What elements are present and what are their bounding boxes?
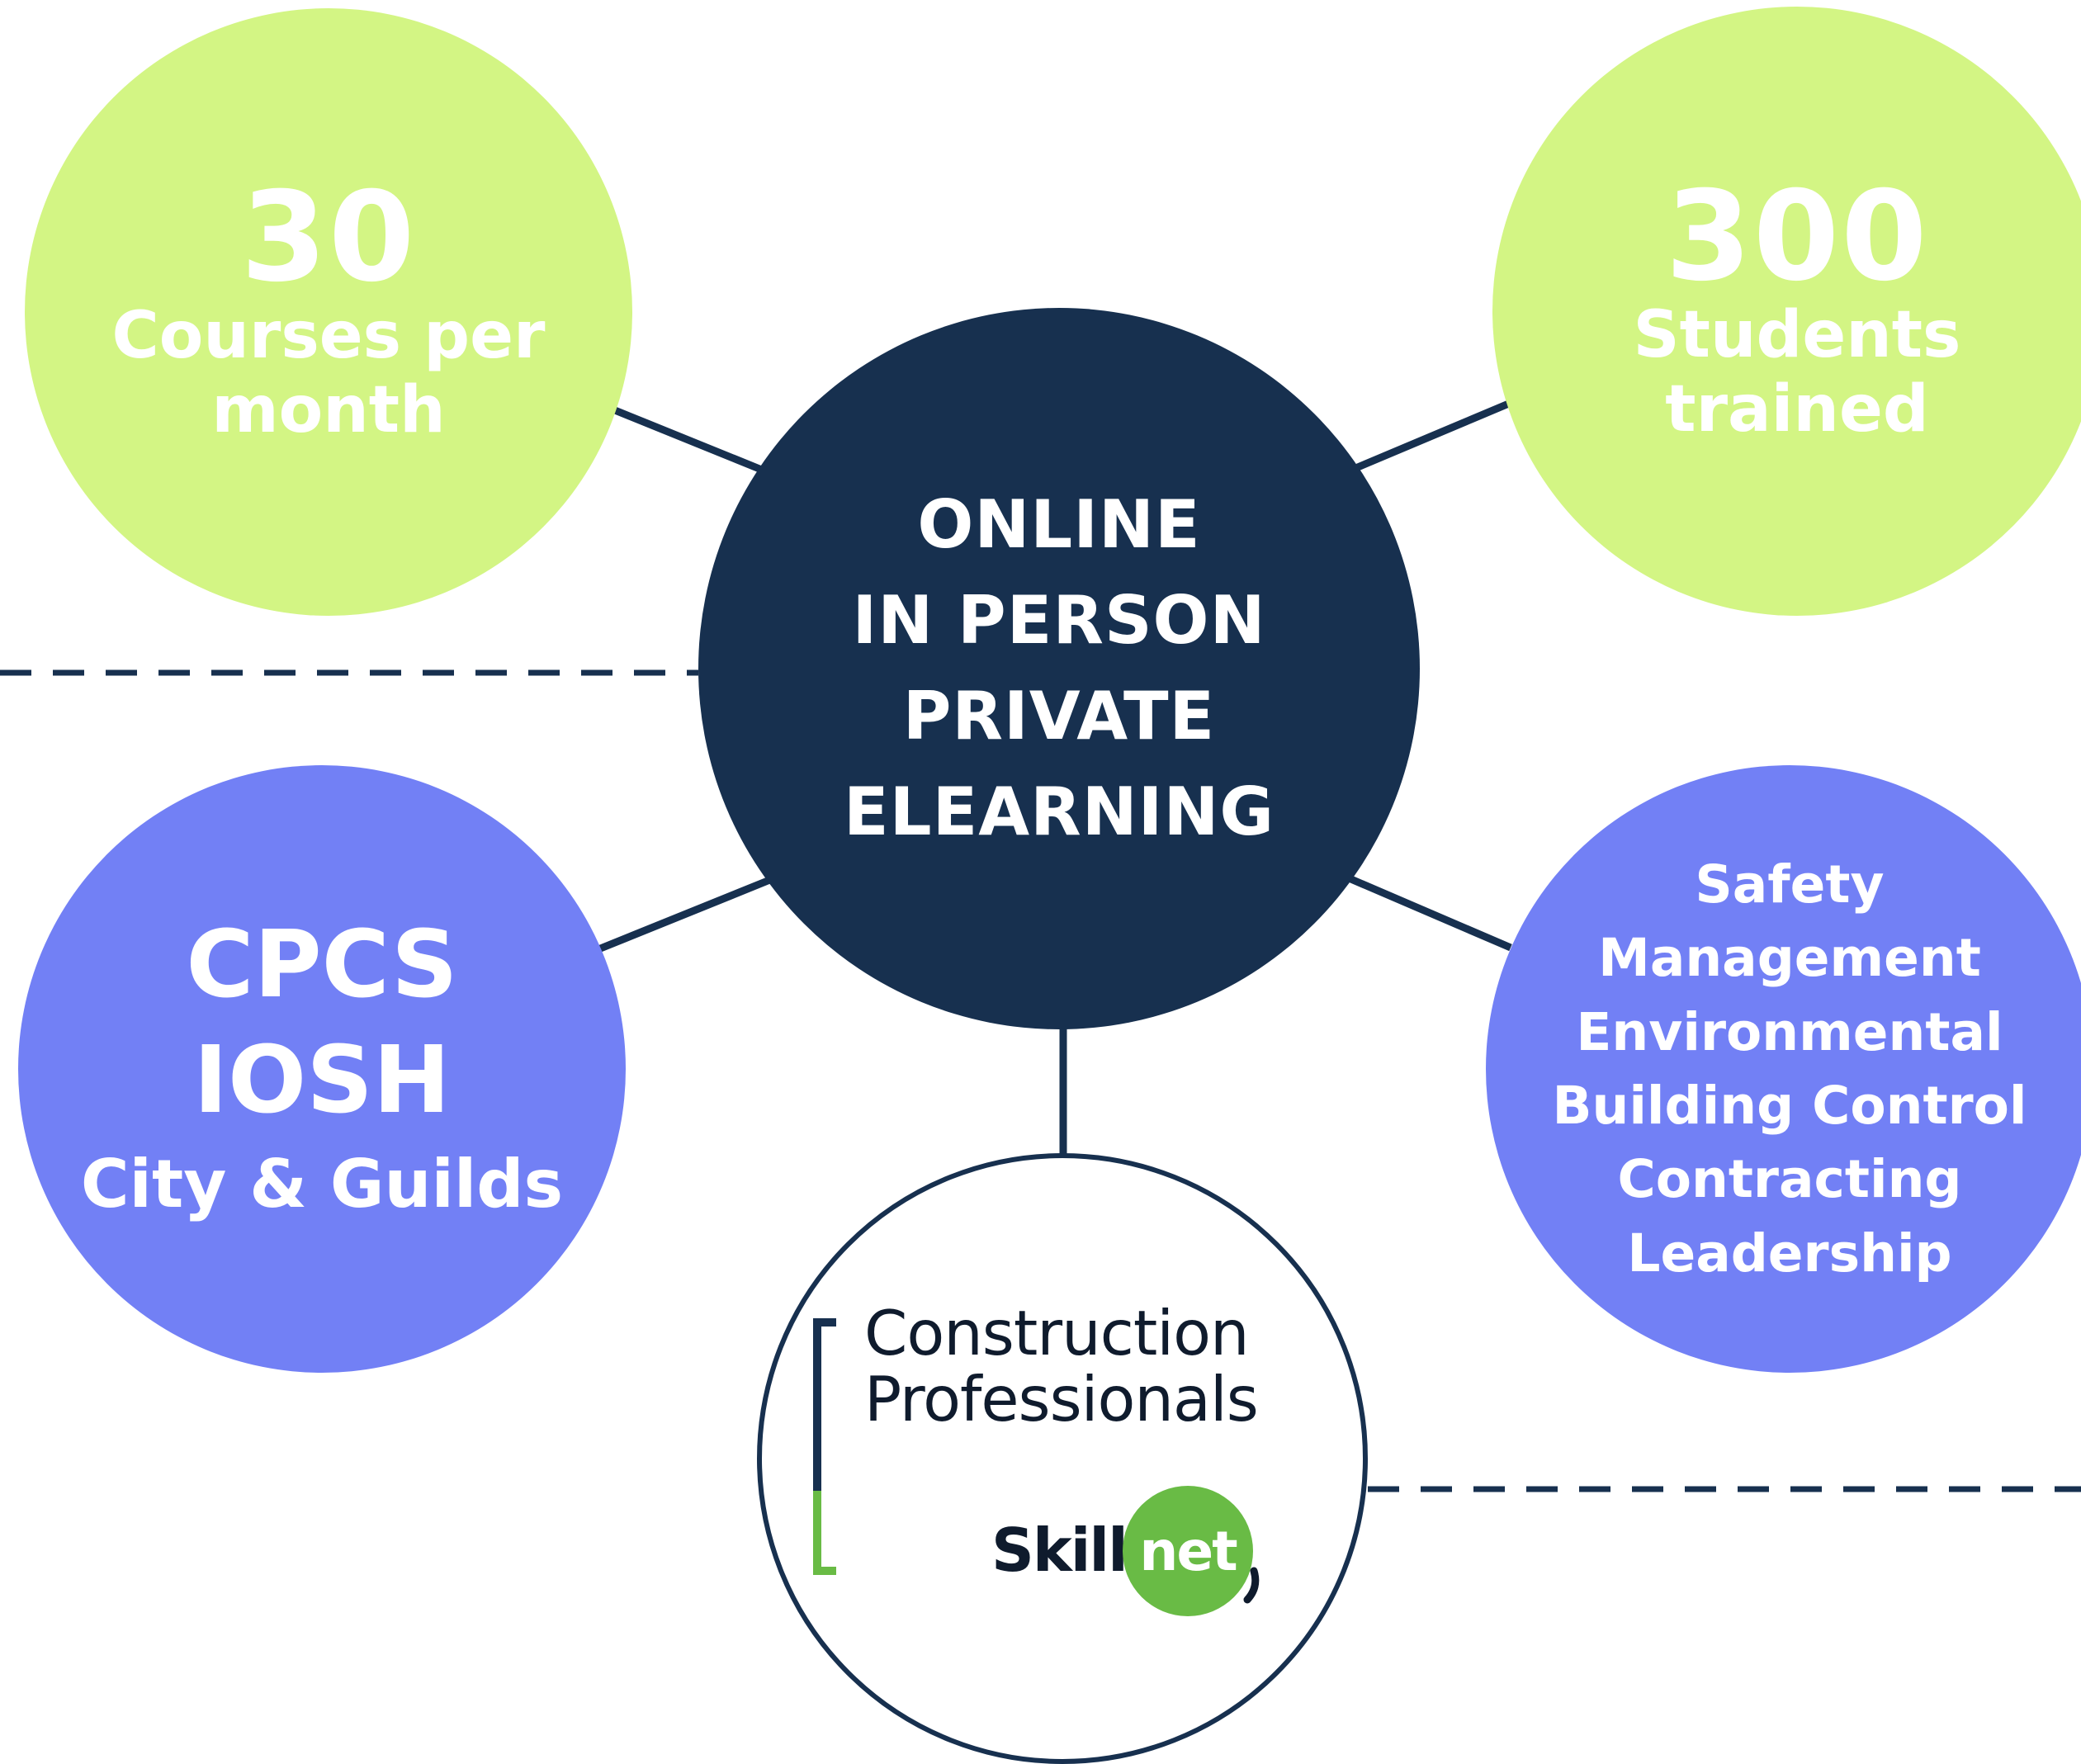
- logo-bracket-icon: [813, 1318, 836, 1575]
- logo-net-text: net: [1139, 1519, 1237, 1583]
- students-label-line-2: trained: [1665, 372, 1929, 447]
- courses-stat-circle: 30 Courses per month: [25, 8, 632, 616]
- courses-label-line-2: month: [211, 373, 446, 447]
- connector-right: [1346, 873, 1512, 952]
- topic-environmental: Environmental: [1576, 1001, 2003, 1062]
- logo-construction-text: Construction: [864, 1297, 1250, 1369]
- courses-number: 30: [240, 166, 417, 310]
- accreditations-circle: CPCS IOSH City & Guilds: [18, 765, 626, 1373]
- logo-net-badge: net: [1123, 1486, 1253, 1616]
- accreditation-iosh: IOSH: [193, 1027, 451, 1134]
- logo-circle: Construction Professionals Skill net: [757, 1153, 1368, 1764]
- students-label-line-1: Students: [1633, 298, 1961, 373]
- accreditation-cpcs: CPCS: [186, 911, 458, 1019]
- logo-professionals-text: Professionals: [864, 1363, 1259, 1435]
- construction-professionals-skillnet-logo: Construction Professionals Skill net: [762, 1158, 1363, 1759]
- topic-safety: Safety: [1695, 854, 1885, 915]
- mode-elearning: ELEARNING: [843, 773, 1275, 850]
- accreditation-city-guilds: City & Guilds: [80, 1146, 564, 1223]
- students-stat-circle: 300 Students trained: [1492, 7, 2081, 616]
- mode-private: PRIVATE: [902, 678, 1216, 754]
- topic-management: Management: [1598, 928, 1981, 989]
- topic-contracting: Contracting: [1617, 1149, 1962, 1210]
- mode-online: ONLINE: [917, 486, 1201, 563]
- logo-comma-icon: [1243, 1567, 1260, 1604]
- topic-building-control: Building Control: [1552, 1076, 2027, 1136]
- courses-label-line-1: Courses per: [111, 299, 546, 374]
- topics-circle: Safety Management Environmental Building…: [1486, 765, 2081, 1373]
- connector-top-right: [1352, 399, 1512, 473]
- mode-in-person: IN PERSON: [852, 582, 1266, 659]
- connector-left: [597, 875, 773, 953]
- connector-top-left: [609, 404, 765, 475]
- logo-skill-text: Skill: [991, 1516, 1128, 1585]
- delivery-modes-hub: ONLINE IN PERSON PRIVATE ELEARNING: [698, 308, 1420, 1029]
- topic-leadership: Leadership: [1627, 1223, 1952, 1284]
- students-number: 300: [1665, 165, 1929, 310]
